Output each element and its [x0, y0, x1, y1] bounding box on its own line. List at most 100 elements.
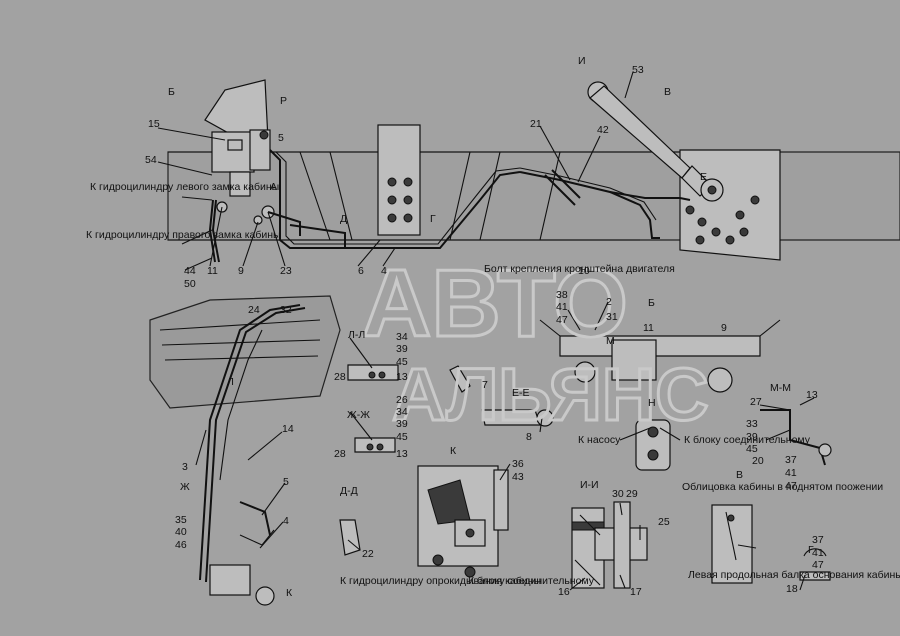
section-II-detail — [571, 501, 648, 589]
callout-14: 14 — [282, 423, 294, 435]
callout-4b: 4 — [283, 515, 289, 527]
callout-50: 50 — [184, 278, 196, 290]
chassis-frame — [167, 151, 900, 241]
sec-DD: Д-Д — [340, 485, 358, 497]
callout-39b: 39 — [396, 418, 408, 430]
callout-24: 24 — [248, 304, 260, 316]
callout-30: 30 — [612, 488, 624, 500]
callout-36: 36 — [512, 458, 524, 470]
label-to-block-2: К блоку соединительному — [468, 575, 595, 587]
callout-25: 25 — [658, 516, 670, 528]
callout-37b: 37 — [812, 534, 824, 546]
callout-46: 46 — [175, 539, 187, 551]
callout-44: 44 — [184, 265, 196, 277]
sec-V2: В — [736, 469, 743, 481]
callout-47c: 47 — [812, 559, 824, 571]
callout-16: 16 — [558, 586, 570, 598]
watermark-line1: АВТО — [362, 250, 628, 357]
callout-40: 40 — [175, 526, 187, 538]
pump-detail — [635, 419, 671, 471]
callout-41c: 41 — [812, 547, 824, 559]
sec-II-section: И-И — [580, 479, 599, 491]
callout-4: 4 — [381, 265, 387, 277]
callout-38: 38 — [556, 289, 568, 301]
callout-2: 2 — [606, 296, 612, 308]
label-to-pump: К насосу — [578, 434, 621, 446]
mounting-bar — [539, 319, 781, 393]
callout-9b: 9 — [721, 322, 727, 334]
sec-K: К — [450, 445, 457, 457]
callout-18: 18 — [786, 583, 798, 595]
label-left-beam: Левая продольная балка основания кабины — [688, 569, 900, 581]
sec-B-top: Б — [168, 86, 175, 98]
callout-41b: 41 — [785, 467, 797, 479]
leader-lines — [157, 71, 815, 591]
callout-28b: 28 — [334, 448, 346, 460]
callout-26: 26 — [396, 394, 408, 406]
callout-5: 5 — [278, 132, 284, 144]
callout-39a: 39 — [396, 343, 408, 355]
callout-29: 29 — [626, 488, 638, 500]
callout-21: 21 — [530, 118, 542, 130]
callout-23: 23 — [280, 265, 292, 277]
callout-20: 20 — [752, 455, 764, 467]
callout-53: 53 — [632, 64, 644, 76]
label-engine-bolt: Болт крепления кронштейна двигателя — [484, 263, 675, 275]
watermark: АВТО АЛЬЯНС — [361, 249, 711, 438]
callout-13b: 13 — [396, 448, 408, 460]
label-to-block-1: К блоку соединительному — [684, 434, 811, 446]
callout-47b: 47 — [785, 480, 797, 492]
callout-34a: 34 — [396, 331, 408, 343]
cab-assembly — [149, 295, 341, 606]
label-right-lock-text: К гидроцилиндру правого замка кабины — [86, 229, 281, 241]
sec-A1: А — [270, 181, 277, 193]
callout-numbers: 15 54 5 44 50 11 9 23 6 4 21 42 53 10 38… — [145, 64, 824, 598]
label-left-lock: К гидроцилиндру левого замка кабины — [90, 181, 279, 193]
callout-45b: 45 — [396, 431, 408, 443]
callout-45a: 45 — [396, 356, 408, 368]
caption-labels: К гидроцилиндру левого замка кабины К ги… — [86, 181, 900, 587]
sec-MM: М-М — [770, 382, 791, 394]
callout-41: 41 — [556, 301, 568, 313]
callout-7: 7 — [482, 379, 488, 391]
section-K-block — [417, 465, 509, 578]
callout-33: 33 — [746, 418, 758, 430]
callout-3: 3 — [182, 461, 188, 473]
callout-13a: 13 — [396, 371, 408, 383]
callout-5b: 5 — [283, 476, 289, 488]
sec-E: Е — [700, 171, 707, 183]
engine-bracket — [377, 124, 421, 236]
label-cab-panel: Облицовка кабины в поднятом поожении — [682, 481, 883, 493]
callout-32: 32 — [280, 304, 292, 316]
sec-EE: Е-Е — [512, 387, 530, 399]
sec-B2: Б — [648, 297, 655, 309]
sec-R: Р — [280, 95, 287, 107]
sec-M: М — [606, 335, 615, 347]
callout-43: 43 — [512, 471, 524, 483]
sec-LL: Л-Л — [348, 329, 365, 341]
callout-47: 47 — [556, 314, 568, 326]
label-left-lock-line1: К гидроцилиндру левого замка кабины — [90, 181, 279, 193]
label-right-lock: К гидроцилиндру правого замка кабины — [86, 229, 281, 241]
callout-9: 9 — [238, 265, 244, 277]
callout-11: 11 — [207, 265, 218, 277]
sec-K-bottom: К — [286, 587, 293, 599]
sec-L: Л — [227, 376, 234, 388]
section-MM-detail — [760, 409, 832, 466]
callout-35: 35 — [175, 514, 187, 526]
callout-11b: 11 — [643, 322, 654, 334]
callout-27: 27 — [750, 396, 762, 408]
callout-13c: 13 — [806, 389, 818, 401]
callout-15: 15 — [148, 118, 160, 130]
tilt-cylinder — [587, 81, 724, 202]
callout-8: 8 — [526, 431, 532, 443]
section-LL-detail — [347, 364, 399, 381]
section-ZhZh-detail — [354, 437, 396, 453]
right-bracket — [679, 149, 781, 261]
callout-34b: 34 — [396, 406, 408, 418]
sec-II: И — [578, 55, 586, 67]
callout-17: 17 — [630, 586, 642, 598]
callout-39c: 39 — [746, 431, 758, 443]
section-G-detail — [799, 548, 831, 581]
callout-45c: 45 — [746, 443, 758, 455]
